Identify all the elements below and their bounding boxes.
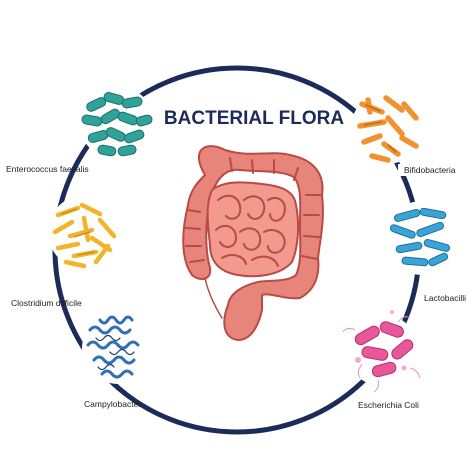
bifidobacteria-icon	[351, 92, 423, 164]
campylobacter-icon	[82, 312, 154, 384]
intestine-illustration	[182, 145, 324, 341]
label-lactobacilli: Lactobacilli	[424, 293, 466, 303]
escherichia-coli-icon	[342, 310, 421, 393]
label-escherichia-coli: Escherichia Coli	[358, 400, 419, 410]
clostridium-icon	[48, 195, 122, 269]
lactobacilli-icon	[385, 201, 459, 275]
label-clostridium-difficile: Clostridium difficile	[11, 298, 82, 308]
enterococcus-icon	[79, 85, 153, 159]
label-bifidobacteria: Bifidobacteria	[404, 165, 456, 175]
label-campylobacter: Campylobacter	[84, 399, 141, 409]
label-enterococcus-faecalis: Enterococcus faecalis	[6, 164, 89, 174]
diagram-title: BACTERIAL FLORA	[164, 108, 344, 129]
